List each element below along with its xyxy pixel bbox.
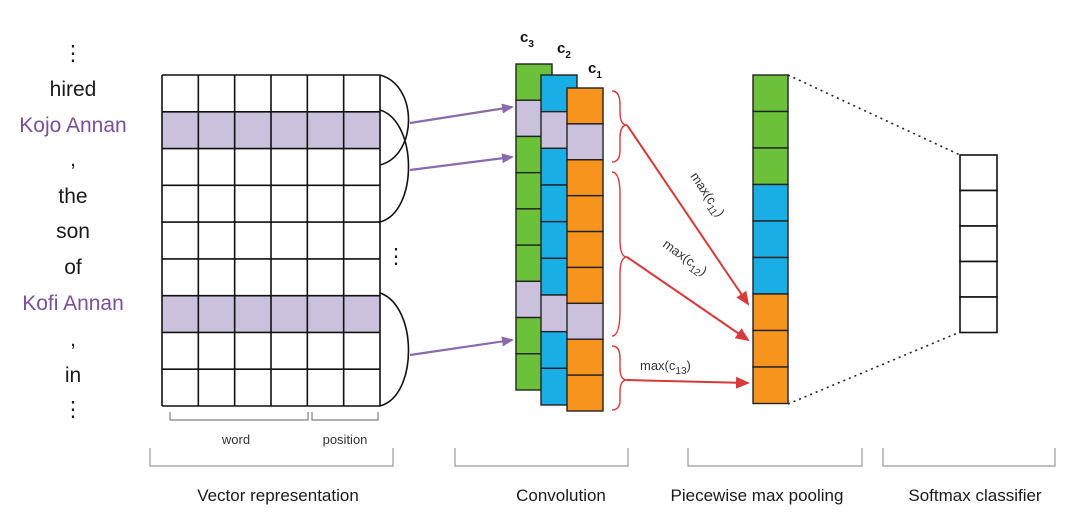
- pooling-to-softmax-dotted-lines: [787, 74, 961, 405]
- window-arc-top: [379, 74, 410, 166]
- filter-cell: [566, 194, 604, 233]
- bracket-vector: [149, 448, 394, 467]
- filter-label-c1: c1: [588, 60, 602, 81]
- pooling-vector: [752, 74, 789, 405]
- softmax-cell: [959, 260, 998, 298]
- word-position-braces: [169, 412, 379, 421]
- arrow-window-1: [409, 103, 514, 125]
- segment-brace-1: [611, 90, 628, 163]
- segment-brace-3: [611, 345, 628, 411]
- arrow-window-3: [409, 336, 514, 357]
- pooling-cell: [752, 256, 789, 295]
- filter-cell: [566, 87, 604, 125]
- section-vector-representation: Vector representation: [197, 486, 359, 505]
- section-softmax-classifier: Softmax classifier: [908, 486, 1042, 505]
- arrow-max-2: [626, 256, 750, 342]
- section-piecewise-max-pooling: Piecewise max pooling: [671, 486, 844, 505]
- filter-cell: [566, 123, 604, 161]
- filter-label-c3: c3: [520, 29, 534, 50]
- pooling-cell: [752, 183, 789, 222]
- sentence-word: the: [58, 185, 87, 208]
- sentence-word: ,: [70, 328, 76, 351]
- softmax-cell: [959, 225, 998, 263]
- max-annotation-3: max(c13): [640, 358, 691, 377]
- matrix-more-rows-ellipsis: ⋮: [386, 245, 407, 268]
- sentence-word: hired: [50, 78, 97, 101]
- word-brace: [169, 412, 309, 421]
- position-label: position: [323, 432, 368, 447]
- filter-c1: [566, 87, 604, 412]
- pooling-cell: [752, 220, 789, 259]
- section-brackets: [149, 448, 1056, 467]
- filter-cell: [566, 374, 604, 412]
- max-annotation-2: max(c12): [658, 236, 710, 281]
- pooling-cell: [752, 147, 789, 186]
- softmax-cell: [959, 296, 998, 334]
- sentence-word: in: [65, 364, 81, 387]
- filter-cell: [566, 159, 604, 197]
- sentence-word: son: [56, 220, 90, 243]
- pooling-cell: [752, 74, 789, 113]
- max-annotation-1: max(c11): [684, 169, 728, 221]
- sentence-word: ,: [70, 148, 76, 171]
- section-convolution: Convolution: [516, 486, 606, 505]
- window-to-filter-arrows: [409, 103, 514, 357]
- segment-brace-2: [611, 171, 628, 337]
- bracket-convolution: [454, 448, 629, 467]
- filter-cell: [566, 230, 604, 269]
- softmax-cell: [959, 154, 998, 192]
- arrow-max-3: [626, 376, 750, 389]
- word-label: word: [221, 432, 250, 447]
- filter-cell: [566, 302, 604, 340]
- sentence-word: ⋮: [63, 42, 84, 65]
- position-brace: [311, 412, 379, 421]
- entity-word: Kofi Annan: [22, 292, 124, 315]
- pooling-cell: [752, 110, 789, 149]
- sentence-word: ⋮: [63, 398, 84, 421]
- pooling-cell: [752, 329, 789, 368]
- window-arc-mid: [379, 109, 410, 223]
- entity-word: Kojo Annan: [19, 114, 126, 137]
- max-pooling-arrows: [626, 124, 750, 389]
- convolution-window-arcs: [379, 74, 410, 407]
- convolution-filters: [515, 63, 604, 412]
- segment-braces: [611, 90, 628, 411]
- arrow-window-2: [409, 153, 514, 172]
- filter-label-c2: c2: [557, 40, 571, 61]
- pooling-cell: [752, 293, 789, 332]
- arrow-max-1: [626, 124, 750, 306]
- pooling-cell: [752, 366, 789, 405]
- softmax-cell: [959, 189, 998, 227]
- bracket-softmax: [882, 448, 1056, 467]
- sentence-word: of: [64, 256, 82, 279]
- filter-cell: [566, 266, 604, 305]
- window-arc-bottom: [379, 292, 410, 407]
- softmax-classifier: [959, 154, 998, 334]
- vector-representation-matrix: [161, 74, 381, 407]
- bracket-pooling: [687, 448, 863, 467]
- filter-cell: [566, 338, 604, 376]
